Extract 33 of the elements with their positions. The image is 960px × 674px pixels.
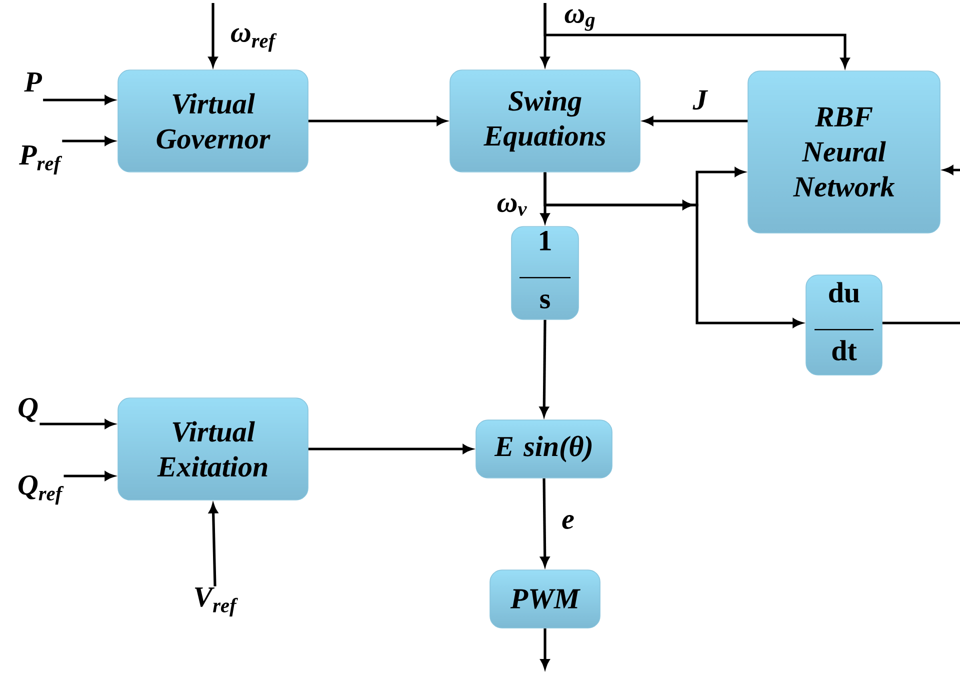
arrow — [43, 96, 114, 104]
arrow — [40, 420, 114, 428]
input-label: P$_{ref}$ — [19, 145, 62, 174]
fraction-block: du dt — [806, 274, 882, 376]
edge-label: e — [560, 514, 576, 530]
arrow — [644, 116, 748, 126]
input-label: V$_{ref}$ — [194, 587, 238, 617]
arrow — [208, 3, 218, 66]
arrow — [544, 3, 850, 68]
arrow — [944, 166, 960, 174]
block-box: Virtual Exitation — [118, 398, 308, 500]
input-label: Q — [18, 398, 38, 422]
block-box: PWM — [490, 570, 600, 628]
arrow — [540, 628, 550, 669]
arrow — [308, 444, 472, 454]
edge-label: ω$_{g}$ — [563, 8, 597, 32]
input-label: P — [24, 72, 42, 92]
input-label: Q$_{ref}$ — [18, 475, 64, 505]
arrow — [208, 504, 218, 586]
edge-label: J — [692, 89, 708, 111]
arrow — [540, 320, 549, 416]
edge-label: ω$_{ref}$ — [229, 27, 277, 53]
arrow — [308, 116, 446, 126]
arrow — [64, 472, 114, 480]
edge-label: ω$_{v}$ — [496, 197, 528, 217]
block-box: E sin(θ) — [476, 420, 612, 478]
block-box: RBF Neural Network — [748, 70, 940, 234]
fraction-block: 1 s — [511, 226, 579, 320]
arrow — [62, 136, 114, 146]
block-box: Swing Equations — [450, 70, 640, 172]
block-box: Virtual Governor — [118, 70, 308, 172]
arrow — [540, 478, 550, 566]
arrow — [544, 172, 802, 328]
